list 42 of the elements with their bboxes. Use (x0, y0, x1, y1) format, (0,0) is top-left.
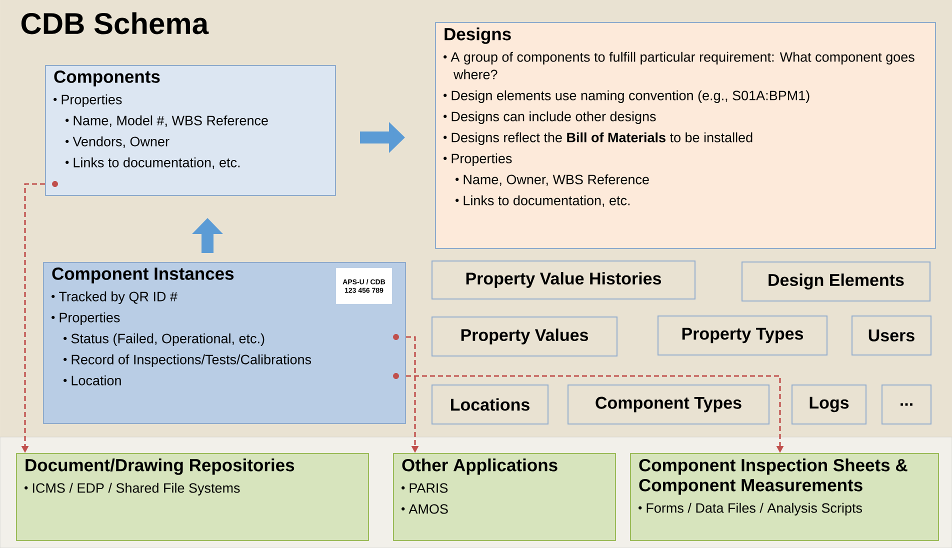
table-box: Users (852, 316, 932, 356)
table-box: Property Types (658, 316, 828, 356)
box-heading: Other Applications (402, 458, 558, 475)
bullet-item: Properties (452, 153, 512, 166)
bullet-item: AMOS (408, 504, 448, 514)
bullet-item: Status (Failed, Operational, etc.) (71, 333, 264, 346)
table-box: Locations (432, 384, 548, 424)
bullet-item: Properties (60, 312, 120, 326)
bullet-item: Properties (62, 94, 122, 108)
bullet-item: Links to documentation, etc. (464, 195, 630, 207)
diagram-title: CDB Schema (21, 12, 209, 34)
entity-box (435, 22, 936, 249)
bullet-item: Links to documentation, etc. (74, 157, 240, 169)
bullet-item: Designs can include other designs (452, 111, 656, 124)
entity-box (16, 453, 369, 541)
bullet-item: Name, Model #, WBS Reference (74, 115, 268, 127)
bullet-item: Design elements use naming convention (e.g., S01A:BPM1) (452, 90, 810, 103)
bullet-item: Tracked by QR ID # (59, 291, 178, 304)
bullet-item: Forms / Data Files / Analysis Scripts (646, 502, 862, 516)
table-box: ... (882, 384, 932, 424)
bullet-item: A group of components to fulfill particular requirement: What component goes where? (450, 52, 914, 80)
box-heading: Document/Drawing Repositories (26, 458, 294, 475)
entity-box (45, 65, 336, 196)
table-box: Component Types (568, 384, 770, 424)
bullet-item: PARIS (410, 483, 448, 493)
table-box: Property Value Histories (432, 260, 696, 300)
box-heading: Component Instances (52, 268, 234, 284)
entity-box (393, 453, 616, 541)
bullet-item: ICMS / EDP / Shared File Systems (32, 482, 240, 496)
box-heading: Component Inspection Sheets & Component Measurements (639, 458, 908, 495)
bullet-item: Location (72, 375, 121, 386)
table-box: Design Elements (742, 262, 930, 302)
bullet-item: Vendors, Owner (72, 136, 170, 148)
table-box: Logs (792, 384, 866, 424)
bullet-item: Name, Owner, WBS Reference (464, 174, 649, 186)
box-heading: Components (54, 70, 160, 86)
entity-box (43, 262, 406, 424)
table-box: Property Values (432, 316, 618, 356)
box-heading: Designs (444, 28, 511, 44)
bullet-item: Designs reflect the Bill of Materials to be installed (452, 132, 752, 145)
bullet-item: Record of Inspections/Tests/Calibrations (72, 354, 312, 368)
entity-box (630, 453, 939, 541)
